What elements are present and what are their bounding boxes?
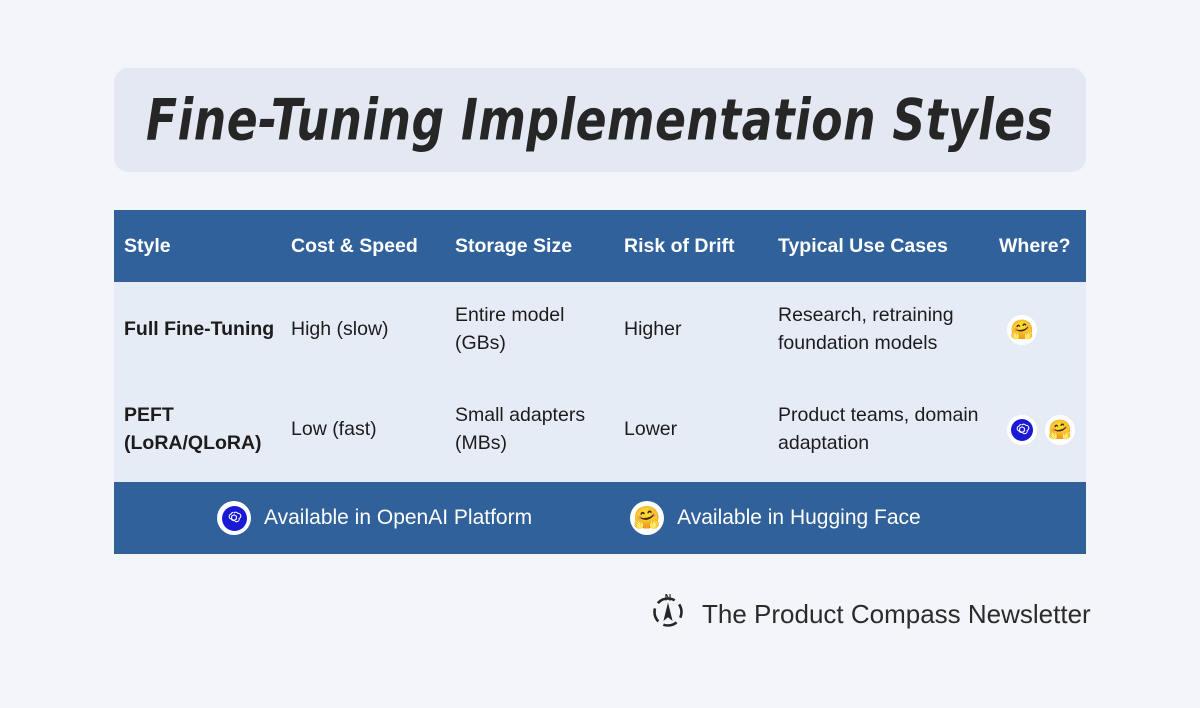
cell-cost-speed: Low (fast) [291, 418, 377, 441]
compass-icon: N [648, 592, 688, 637]
openai-badge [217, 501, 251, 535]
huggingface-badge: 🤗 [1007, 315, 1037, 345]
cell-risk-of-drift: Lower [624, 418, 678, 441]
legend-label: Available in Hugging Face [677, 506, 921, 529]
cell-typical-use-cases: Product teams, domain adaptation [778, 404, 979, 454]
legend-item-openai: Available in OpenAI Platform [217, 501, 532, 535]
huggingface-icon: 🤗 [1048, 419, 1072, 441]
column-header-storage-size: Storage Size [455, 234, 573, 257]
cell-storage-size: Entire model (GBs) [455, 304, 565, 354]
cell-where: 🤗 [1007, 282, 1037, 378]
cell-storage-size: Small adapters (MBs) [455, 404, 586, 454]
huggingface-badge: 🤗 [1045, 415, 1075, 445]
openai-icon [1011, 419, 1033, 441]
huggingface-badge: 🤗 [630, 501, 665, 535]
openai-badge [1007, 415, 1037, 445]
title-banner: Fine-Tuning Implementation Styles [114, 68, 1086, 172]
huggingface-icon: 🤗 [1010, 319, 1034, 341]
svg-text:N: N [665, 593, 672, 603]
cell-style: PEFT (LoRA/QLoRA) [124, 404, 262, 454]
cell-cost-speed: High (slow) [291, 318, 389, 341]
column-header-risk-of-drift: Risk of Drift [624, 234, 735, 257]
huggingface-icon: 🤗 [633, 505, 661, 530]
cell-typical-use-cases: Research, retraining foundation models [778, 304, 954, 354]
brand-name: The Product Compass Newsletter [702, 599, 1091, 629]
openai-icon [221, 505, 247, 531]
column-header-cost-speed: Cost & Speed [291, 234, 418, 257]
table-row: PEFT (LoRA/QLoRA) Low (fast) Small adapter… [114, 378, 1086, 482]
cell-style: Full Fine-Tuning [124, 318, 275, 341]
legend-item-huggingface: 🤗 Available in Hugging Face [630, 501, 921, 535]
page-title: Fine-Tuning Implementation Styles [146, 86, 1054, 154]
legend-label: Available in OpenAI Platform [264, 506, 533, 529]
table-row: Full Fine-Tuning High (slow) Entire model … [114, 282, 1086, 378]
brand-footer: N The Product Compass Newsletter [648, 592, 1091, 637]
column-header-style: Style [124, 234, 171, 257]
legend-bar: Available in OpenAI Platform 🤗 Available i… [114, 482, 1086, 554]
cell-risk-of-drift: Higher [624, 318, 682, 341]
column-header-where: Where? [999, 234, 1071, 257]
column-header-typical-use-cases: Typical Use Cases [778, 234, 948, 257]
table-header-row: Style Cost & Speed Storage Size Risk of Dri… [114, 210, 1086, 282]
comparison-table: Style Cost & Speed Storage Size Risk of Dri… [114, 210, 1086, 482]
cell-where: 🤗 [1007, 378, 1075, 482]
